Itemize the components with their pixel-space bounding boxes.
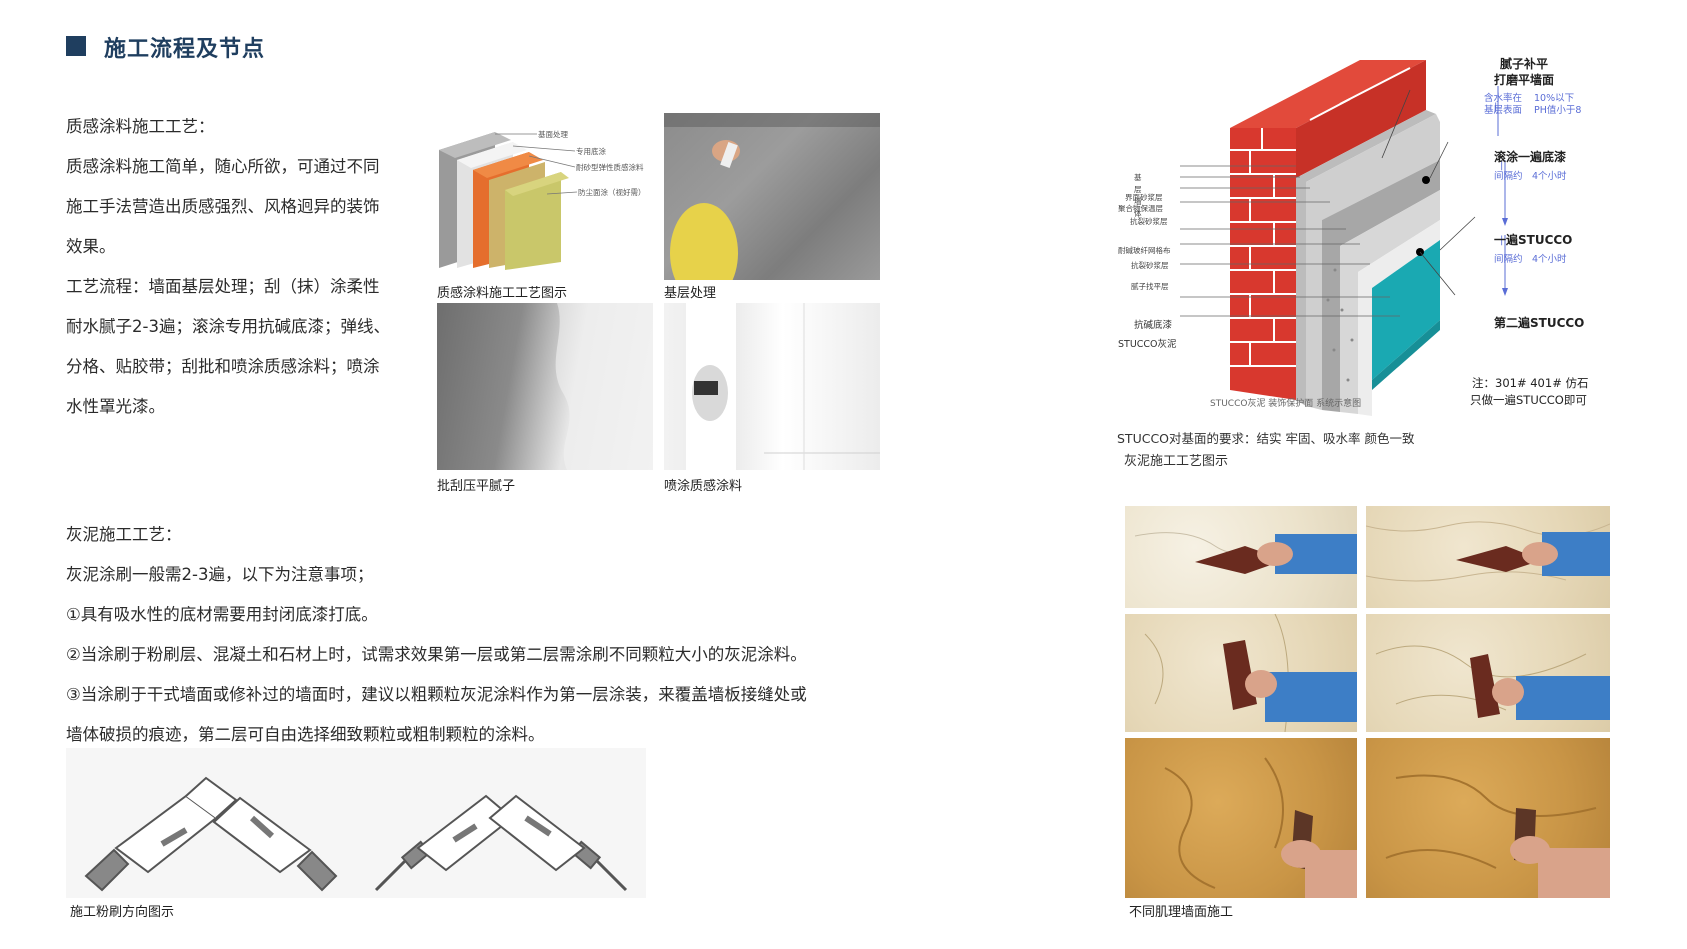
layer-label: 抗裂砂浆层 xyxy=(1130,217,1168,226)
text-line: 效果。 xyxy=(66,237,116,256)
photo-base-treatment xyxy=(664,113,880,280)
note-label: 基层表面 xyxy=(1484,105,1523,116)
svg-text:|: | xyxy=(1500,235,1503,246)
diagram-label: 专用底涂 xyxy=(576,146,606,156)
photo-caption: 喷涂质感涂料 xyxy=(664,479,743,494)
brush-figure-caption: 施工粉刷方向图示 xyxy=(70,905,175,920)
photo-caption: 基层处理 xyxy=(664,286,717,301)
text-line: 灰泥涂刷一般需2-3遍，以下为注意事项； xyxy=(66,565,374,584)
photo-caption: 批刮压平腻子 xyxy=(437,479,516,494)
layer-label: 腻子找平层 xyxy=(1131,282,1169,291)
text-line: ②当涂刷于粉刷层、混凝土和石材上时，试需求效果第一层或第二层需涂刷不同颗粒大小的… xyxy=(66,645,807,664)
trowel-photo xyxy=(1366,738,1610,898)
diagram-caption: 质感涂料施工工艺图示 xyxy=(437,286,568,301)
step-label: 打磨平墙面 xyxy=(1494,73,1555,87)
diagram-label: 基面处理 xyxy=(538,129,568,139)
text-line: 分格、贴胶带；刮批和喷涂质感涂料；喷涂 xyxy=(66,357,380,376)
texture-coating-text: 质感涂料施工工艺： 质感涂料施工简单，随心所欲，可通过不同 施工手法营造出质感强… xyxy=(66,107,406,427)
note-label: 含水率在 xyxy=(1484,93,1523,104)
interval-label: 4个小时 xyxy=(1532,171,1567,182)
requirement-text: STUCCO对基面的要求：结实 牢固、吸水率 颜色一致 xyxy=(1117,431,1415,446)
step-label: 腻子补平 xyxy=(1500,57,1549,71)
note-label: PH值小于8 xyxy=(1534,105,1582,116)
trowel-photo xyxy=(1125,506,1357,608)
trowel-photo xyxy=(1366,614,1610,732)
layer-label: STUCCO灰泥 xyxy=(1118,339,1177,350)
layer-label: 抗碱底漆 xyxy=(1134,320,1173,331)
layer-label: 抗裂砂浆层 xyxy=(1131,261,1169,270)
photo-spray-coating xyxy=(664,303,880,470)
text-line: 施工手法营造出质感强烈、风格迥异的装饰 xyxy=(66,197,380,216)
step-label: 第二遍STUCCO xyxy=(1494,316,1585,330)
text-line: 墙体破损的痕迹，第二层可自由选择细致颗粒或粗制颗粒的涂料。 xyxy=(66,725,545,744)
text-line: 耐水腻子2-3遍；滚涂专用抗碱底漆；弹线、 xyxy=(66,317,390,336)
trowel-grid-caption: 不同肌理墙面施工 xyxy=(1129,905,1234,920)
text-line: 质感涂料施工简单，随心所欲，可通过不同 xyxy=(66,157,380,176)
diagram-label: 防尘面涂（视好需） xyxy=(578,187,646,197)
text-line: 水性罩光漆。 xyxy=(66,397,165,416)
layer-label: 聚合物保温层 xyxy=(1118,204,1163,213)
trowel-photo xyxy=(1125,614,1357,732)
photo-putty-scrape xyxy=(437,303,653,470)
svg-text:|: | xyxy=(1500,160,1503,171)
step-label: 滚涂一遍底漆 xyxy=(1494,150,1567,164)
note-label: 只做一遍STUCCO即可 xyxy=(1470,393,1587,407)
interval-label: 4个小时 xyxy=(1532,254,1567,265)
stucco-wall-diagram: | | | xyxy=(1110,50,1610,470)
trowel-photo xyxy=(1125,738,1357,898)
texture-layer-diagram: 基面处理 专用底涂 耐砂型弹性质感涂料 防尘面涂（视好需） xyxy=(435,112,655,270)
layer-label: 基层墙体 xyxy=(1134,173,1142,218)
note-label: 10%以下 xyxy=(1534,93,1575,104)
diagram-bottom-label: STUCCO灰泥 装饰保护面 系统示意图 xyxy=(1210,399,1362,409)
section-marker xyxy=(66,36,86,56)
stucco-text: 灰泥施工工艺： 灰泥涂刷一般需2-3遍，以下为注意事项； ①具有吸水性的底材需要… xyxy=(66,515,866,755)
page-title: 施工流程及节点 xyxy=(104,37,266,62)
step-label: 一遍STUCCO xyxy=(1494,233,1573,247)
note-label: 注：301# 401# 仿石 xyxy=(1472,376,1589,390)
svg-text:|: | xyxy=(1494,102,1497,113)
diagram-label: 耐砂型弹性质感涂料 xyxy=(576,162,644,172)
text-line: 灰泥施工工艺： xyxy=(66,525,182,544)
text-line: 工艺流程：墙面基层处理；刮（抹）涂柔性 xyxy=(66,277,380,296)
text-line: ③当涂刷于干式墙面或修补过的墙面时，建议以粗颗粒灰泥涂料作为第一层涂装，来覆盖墙… xyxy=(66,685,807,704)
interval-label: 间隔约 xyxy=(1494,254,1523,265)
trowel-photo xyxy=(1366,506,1610,608)
brush-direction-illustration xyxy=(66,748,646,898)
wall-diagram-caption: 灰泥施工工艺图示 xyxy=(1124,454,1229,469)
text-line: 质感涂料施工工艺： xyxy=(66,117,215,136)
layer-label: 耐碱玻纤网格布 xyxy=(1118,246,1171,255)
interval-label: 间隔约 xyxy=(1494,171,1523,182)
text-line: ①具有吸水性的底材需要用封闭底漆打底。 xyxy=(66,605,378,624)
layer-label: 界面砂浆层 xyxy=(1125,193,1163,202)
